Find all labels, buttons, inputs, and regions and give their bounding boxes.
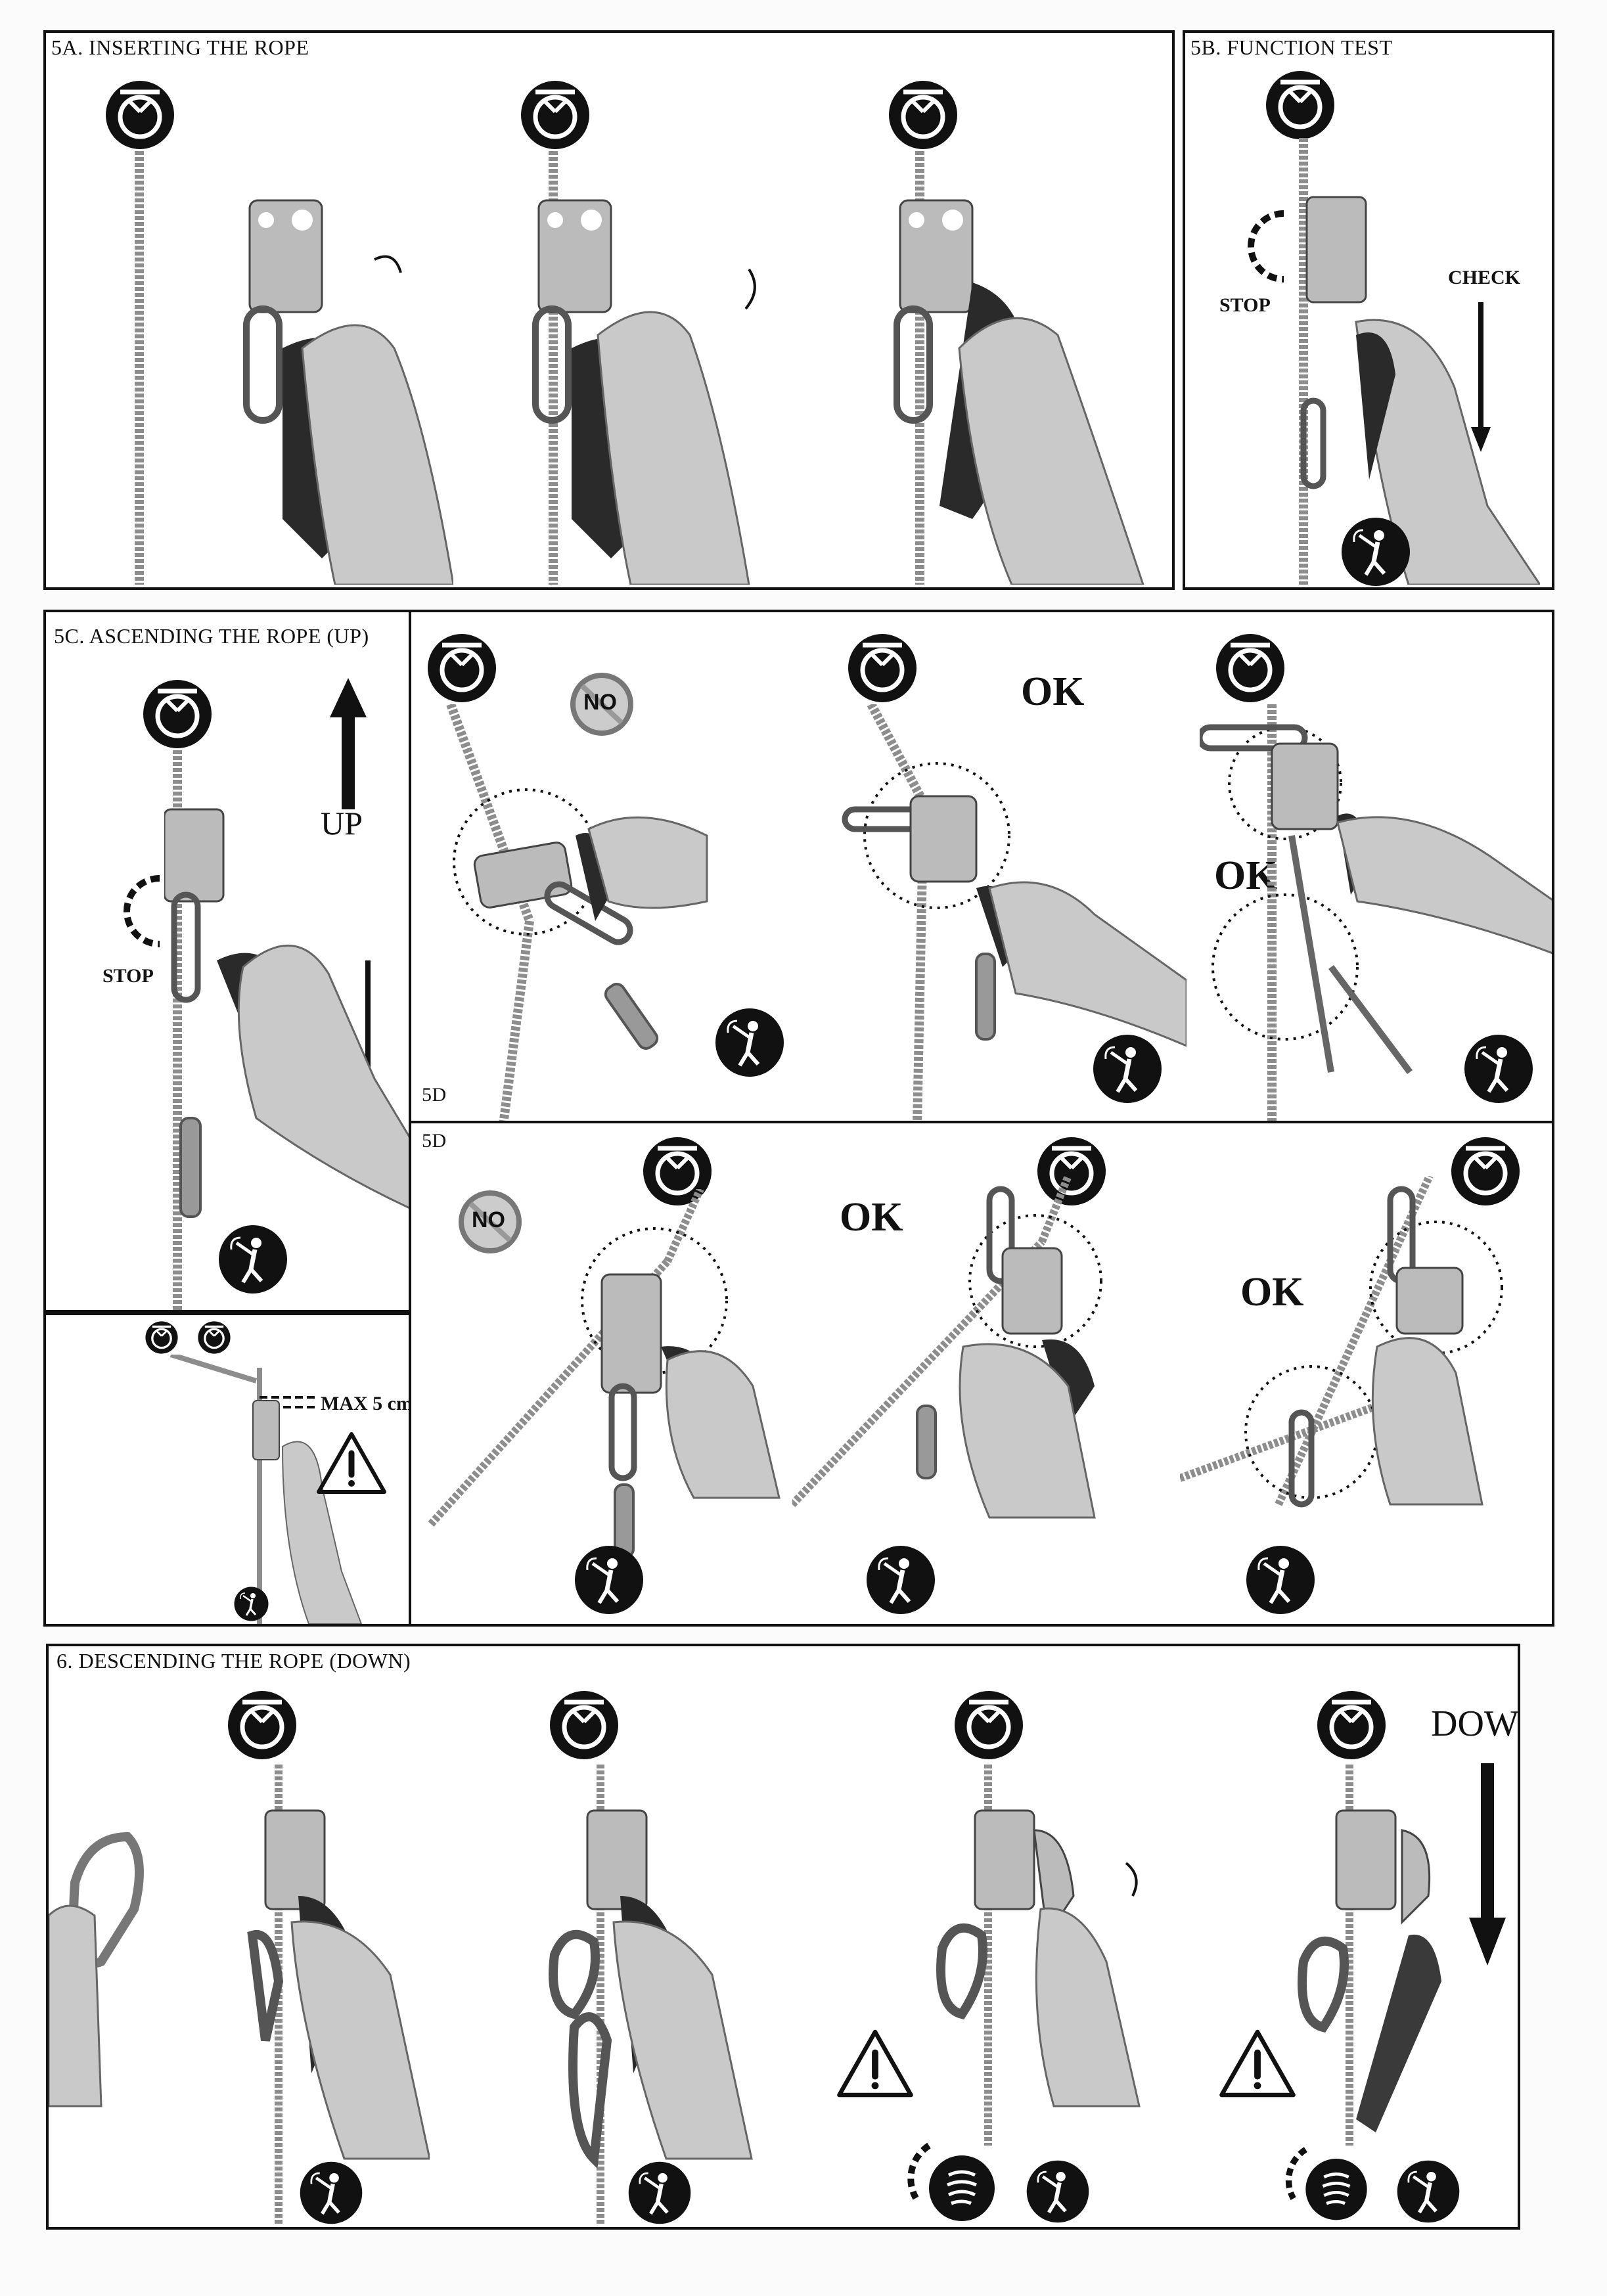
stop-indicator: [1248, 207, 1287, 286]
climber-icon: [1091, 1033, 1164, 1105]
ok-label: OK: [1021, 669, 1085, 714]
section-title: 5A. INSERTING THE ROPE: [51, 35, 309, 59]
anchor-icon: [426, 632, 498, 704]
device-illustration: [832, 704, 1187, 1121]
climber-icon: [233, 1586, 269, 1622]
anchor-icon: [197, 1320, 231, 1355]
no-label: NO: [583, 690, 617, 715]
anchor-icon: [145, 1320, 179, 1355]
section-5a-panel: 5A. INSERTING THE ROPE: [43, 30, 1175, 590]
max-distance-panel: MAX 5 cm: [43, 1313, 411, 1627]
device-illustration: [49, 1765, 430, 2224]
no-icon: [569, 671, 635, 737]
anchor-icon: [1264, 69, 1336, 141]
anchor-icon: [1315, 1689, 1388, 1761]
warning-icon: [1218, 2027, 1297, 2100]
up-arrow-icon: [328, 678, 368, 809]
warning-icon: [836, 2027, 915, 2100]
section-6-panel: 6. DESCENDING THE ROPE (DOWN): [46, 1644, 1520, 2230]
anchor-icon: [846, 632, 918, 704]
device-illustration: [535, 1765, 876, 2224]
climber-icon: [573, 1544, 645, 1616]
climber-icon: [217, 1223, 289, 1295]
device-illustration: [499, 151, 828, 585]
up-label: UP: [321, 805, 363, 842]
anchor-icon: [548, 1689, 620, 1761]
climber-icon: [627, 2160, 692, 2226]
climber-icon: [298, 2160, 364, 2226]
section-label: 5D: [422, 1084, 447, 1106]
device-illustration: [792, 1176, 1160, 1557]
anchor-icon: [887, 79, 959, 151]
device-illustration: [164, 750, 409, 1310]
ok-label: OK: [1214, 853, 1278, 898]
section-5c-panel: 5C. ASCENDING THE ROPE (UP) UP STOP: [43, 610, 411, 1313]
down-label: DOWN: [1431, 1703, 1519, 1744]
anchor-icon: [1035, 1135, 1108, 1207]
climber-icon: [1340, 516, 1412, 587]
section-5d-top-panel: 5D NO OK: [409, 610, 1554, 1123]
anchor-icon: [104, 79, 176, 151]
anchor-icon: [953, 1689, 1025, 1761]
section-5b-panel: 5B. FUNCTION TEST STOP CHECK: [1183, 30, 1554, 590]
warning-icon: [315, 1430, 388, 1496]
ok-label: OK: [1240, 1270, 1304, 1315]
device-illustration: [1277, 138, 1540, 585]
anchor-icon: [519, 79, 591, 151]
down-arrow-icon: [1468, 1763, 1507, 1967]
climber-icon: [1462, 1033, 1535, 1105]
glove-icon: [1281, 2131, 1373, 2223]
check-label: CHECK: [1448, 267, 1521, 288]
section-label: 5D: [422, 1130, 447, 1152]
no-label: NO: [472, 1207, 505, 1232]
glove-icon: [903, 2126, 1001, 2224]
device-illustration: [164, 1355, 401, 1624]
device-illustration: [1180, 1176, 1552, 1557]
section-title: 6. DESCENDING THE ROPE (DOWN): [57, 1649, 411, 1673]
no-icon: [457, 1189, 523, 1255]
section-title: 5C. ASCENDING THE ROPE (UP): [54, 624, 369, 648]
anchor-icon: [1449, 1135, 1522, 1207]
anchor-icon: [141, 678, 214, 750]
section-title: 5B. FUNCTION TEST: [1190, 35, 1393, 59]
ok-label: OK: [840, 1195, 903, 1240]
section-5d-bottom-panel: 5D NO OK: [409, 1121, 1554, 1627]
device-illustration: [916, 1765, 1205, 2146]
climber-icon: [865, 1544, 937, 1616]
anchor-icon: [641, 1135, 713, 1207]
stop-indicator: [124, 872, 163, 951]
device-illustration: [431, 704, 773, 1121]
device-illustration: [1284, 1765, 1481, 2146]
device-illustration: [861, 151, 1169, 585]
climber-icon: [713, 1006, 786, 1079]
anchor-icon: [1214, 632, 1286, 704]
climber-icon: [1244, 1544, 1317, 1616]
stop-label: STOP: [102, 965, 154, 987]
climber-icon: [1395, 2159, 1461, 2224]
device-illustration: [411, 1189, 819, 1557]
stop-label: STOP: [1219, 294, 1271, 316]
down-arrow-icon: [1468, 302, 1494, 453]
climber-icon: [1025, 2159, 1091, 2224]
anchor-icon: [226, 1689, 298, 1761]
device-illustration: [85, 151, 453, 585]
device-illustration: [1200, 704, 1552, 1121]
max-distance-label: MAX 5 cm: [321, 1393, 411, 1414]
